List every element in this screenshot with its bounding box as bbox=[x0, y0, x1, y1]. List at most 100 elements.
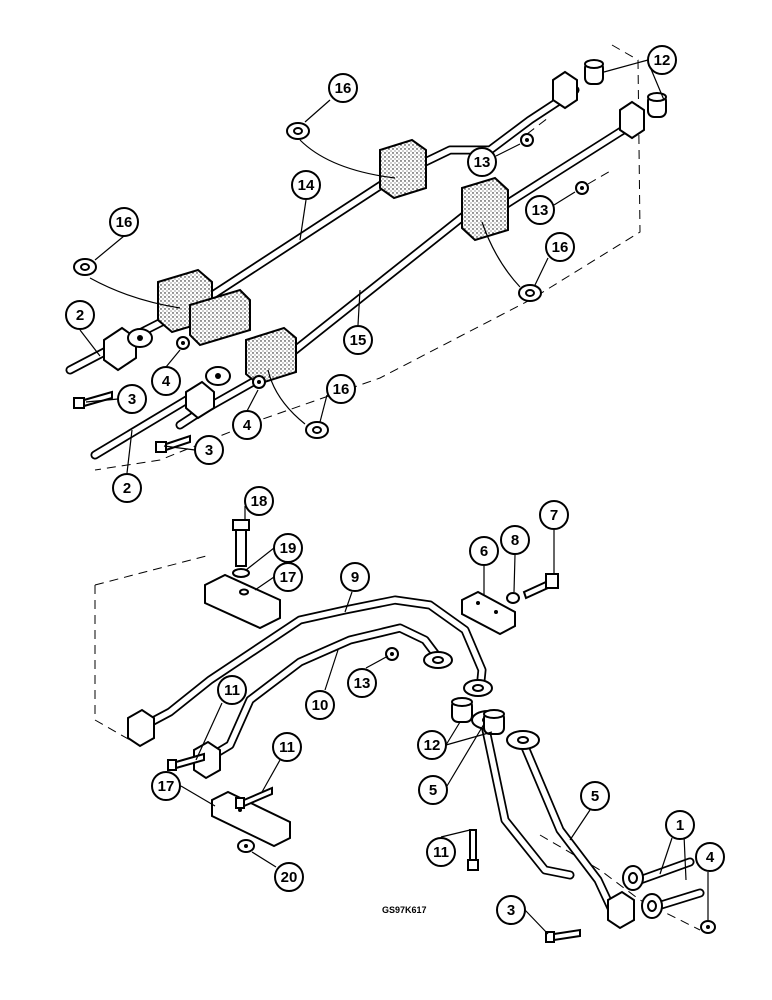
pipe-2-lower bbox=[90, 393, 195, 460]
upper-assembly bbox=[65, 44, 667, 471]
callout-label: 13 bbox=[354, 675, 371, 692]
callout-label: 16 bbox=[335, 80, 352, 97]
callout-label: 13 bbox=[532, 202, 549, 219]
nut-4-lower bbox=[252, 375, 266, 389]
bush-12-upper-b bbox=[647, 92, 667, 118]
clamp-17-upper bbox=[204, 573, 281, 630]
flange-pipe-1-lower bbox=[641, 893, 663, 919]
callout-circle bbox=[539, 500, 569, 530]
nut-4-upper bbox=[176, 336, 190, 350]
callout-label: 4 bbox=[162, 373, 171, 390]
pipe-10 bbox=[200, 623, 445, 765]
callout-circle bbox=[418, 775, 448, 805]
callout-c17b: 17 bbox=[151, 771, 181, 801]
callout-circle bbox=[112, 473, 142, 503]
pipe-1-lower bbox=[653, 888, 705, 911]
clamp-block-lower-left bbox=[245, 326, 297, 386]
callout-c11b: 11 bbox=[272, 732, 302, 762]
callout-label: 3 bbox=[507, 902, 515, 919]
callout-circle bbox=[340, 562, 370, 592]
nut-20 bbox=[237, 839, 255, 853]
pipe-9 bbox=[135, 595, 487, 733]
callout-label: 14 bbox=[298, 177, 315, 194]
callout-label: 19 bbox=[280, 540, 297, 557]
flange-pipe-5-right bbox=[506, 730, 540, 750]
callout-label: 10 bbox=[312, 697, 329, 714]
washer-19 bbox=[232, 568, 250, 578]
callout-circle bbox=[580, 781, 610, 811]
callout-c6: 6 bbox=[469, 536, 499, 566]
callout-c3c: 3 bbox=[496, 895, 526, 925]
callout-c3a: 3 bbox=[117, 384, 147, 414]
flange-lower-left bbox=[185, 366, 231, 420]
lower-assembly bbox=[94, 519, 716, 943]
callout-c8: 8 bbox=[500, 525, 530, 555]
grommet-16-top bbox=[286, 122, 396, 179]
bolt-3-bottom bbox=[545, 928, 581, 943]
callout-c19: 19 bbox=[273, 533, 303, 563]
callout-circle bbox=[328, 73, 358, 103]
washer-8 bbox=[506, 592, 520, 604]
bush-12-lower-b bbox=[483, 709, 505, 735]
clamp-block-upper-right bbox=[379, 138, 427, 200]
callout-circle bbox=[305, 690, 335, 720]
callout-circle bbox=[343, 325, 373, 355]
callout-label: 18 bbox=[251, 493, 268, 510]
callout-circle bbox=[545, 232, 575, 262]
callout-c13a: 13 bbox=[467, 147, 497, 177]
callout-c2b: 2 bbox=[112, 473, 142, 503]
callout-circle bbox=[496, 895, 526, 925]
callout-circle bbox=[151, 366, 181, 396]
callout-circle bbox=[467, 147, 497, 177]
bush-12-lower-a bbox=[451, 697, 473, 723]
callout-label: 9 bbox=[351, 569, 359, 586]
callout-circle bbox=[695, 842, 725, 872]
pipe-1-upper bbox=[635, 857, 695, 885]
callout-c20: 20 bbox=[274, 862, 304, 892]
callout-c16d: 16 bbox=[326, 374, 356, 404]
flange-lower-right bbox=[619, 100, 645, 140]
pipe-5-right bbox=[517, 735, 617, 915]
callout-label: 17 bbox=[280, 569, 297, 586]
callout-label: 11 bbox=[224, 682, 240, 699]
callout-c4a: 4 bbox=[151, 366, 181, 396]
callout-c16a: 16 bbox=[328, 73, 358, 103]
nut-13-lower bbox=[385, 647, 399, 661]
callout-c13c: 13 bbox=[347, 668, 377, 698]
callout-c1: 1 bbox=[665, 810, 695, 840]
leader-lines bbox=[79, 59, 709, 935]
callout-circle bbox=[326, 374, 356, 404]
flange-upper-right bbox=[552, 70, 578, 110]
callout-label: 8 bbox=[511, 532, 519, 549]
callout-c18: 18 bbox=[244, 486, 274, 516]
callout-label: 16 bbox=[552, 239, 569, 256]
callout-circle bbox=[151, 771, 181, 801]
callout-label: 1 bbox=[676, 817, 684, 834]
flange-pipe-1-upper bbox=[622, 865, 644, 891]
callout-c11c: 11 bbox=[426, 837, 456, 867]
nut-13-upper bbox=[520, 117, 549, 147]
callout-circle bbox=[273, 562, 303, 592]
callout-label: 16 bbox=[116, 214, 133, 231]
flange-pipe-5-bottom bbox=[607, 890, 635, 930]
callout-label: 11 bbox=[433, 844, 449, 861]
flange-pipe-9-end bbox=[423, 651, 453, 669]
callout-c4b: 4 bbox=[232, 410, 262, 440]
callout-c11a: 11 bbox=[217, 675, 247, 705]
callout-c2a: 2 bbox=[65, 300, 95, 330]
callout-circle bbox=[65, 300, 95, 330]
callout-label: 7 bbox=[550, 507, 558, 524]
callout-label: 2 bbox=[123, 480, 131, 497]
grommet-16-right bbox=[481, 221, 542, 302]
callout-c17a: 17 bbox=[273, 562, 303, 592]
callout-label: 5 bbox=[591, 788, 599, 805]
callout-c13b: 13 bbox=[525, 195, 555, 225]
callout-circle bbox=[291, 170, 321, 200]
flange-upper-left bbox=[103, 326, 153, 372]
callout-c12a: 12 bbox=[647, 45, 677, 75]
callout-label: 6 bbox=[480, 543, 488, 560]
callout-circle bbox=[500, 525, 530, 555]
callout-circle bbox=[647, 45, 677, 75]
